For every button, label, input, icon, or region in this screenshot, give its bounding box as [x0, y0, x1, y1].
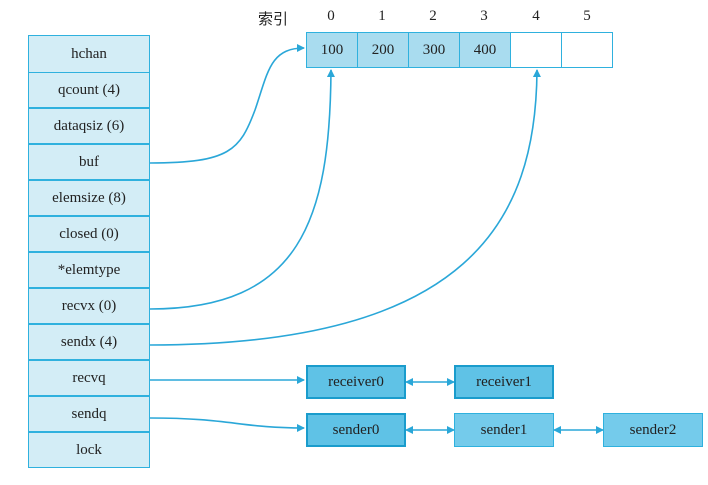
buffer-cell-1: 200: [357, 32, 409, 68]
field-qcount: qcount (4): [28, 72, 150, 108]
field-recvq: recvq: [28, 360, 150, 396]
index-label-5: 5: [583, 8, 591, 24]
receiver-node-1: receiver1: [454, 365, 554, 399]
sender-node-0: sender0: [306, 413, 406, 447]
field-elemsize: elemsize (8): [28, 180, 150, 216]
buffer-cell-0: 100: [306, 32, 358, 68]
sender-node-1: sender1: [454, 413, 554, 447]
field-closed: closed (0): [28, 216, 150, 252]
buffer-cell-2: 300: [408, 32, 460, 68]
sendq-pointer-arrow: [149, 417, 305, 432]
field-recvx: recvx (0): [28, 288, 150, 324]
buf-pointer-arrow: [149, 44, 305, 164]
receiver-node-0: receiver0: [306, 365, 406, 399]
sender-node-2: sender2: [603, 413, 703, 447]
field-hchan: hchan: [28, 35, 150, 73]
index-label-0: 0: [327, 8, 335, 24]
index-label-4: 4: [532, 8, 540, 24]
field-sendq: sendq: [28, 396, 150, 432]
field-dataqsiz: dataqsiz (6): [28, 108, 150, 144]
sendx-pointer-arrow: [149, 69, 541, 346]
buffer-cell-5: [561, 32, 613, 68]
field-elemtype: *elemtype: [28, 252, 150, 288]
recvx-pointer-arrow: [149, 69, 335, 310]
index-label-2: 2: [429, 8, 437, 24]
buffer-cell-3: 400: [459, 32, 511, 68]
index-label-3: 3: [480, 8, 488, 24]
field-sendx: sendx (4): [28, 324, 150, 360]
field-buf: buf: [28, 144, 150, 180]
index-title: 索引: [258, 10, 289, 28]
field-lock: lock: [28, 432, 150, 468]
buffer-cell-4: [510, 32, 562, 68]
index-label-1: 1: [378, 8, 386, 24]
